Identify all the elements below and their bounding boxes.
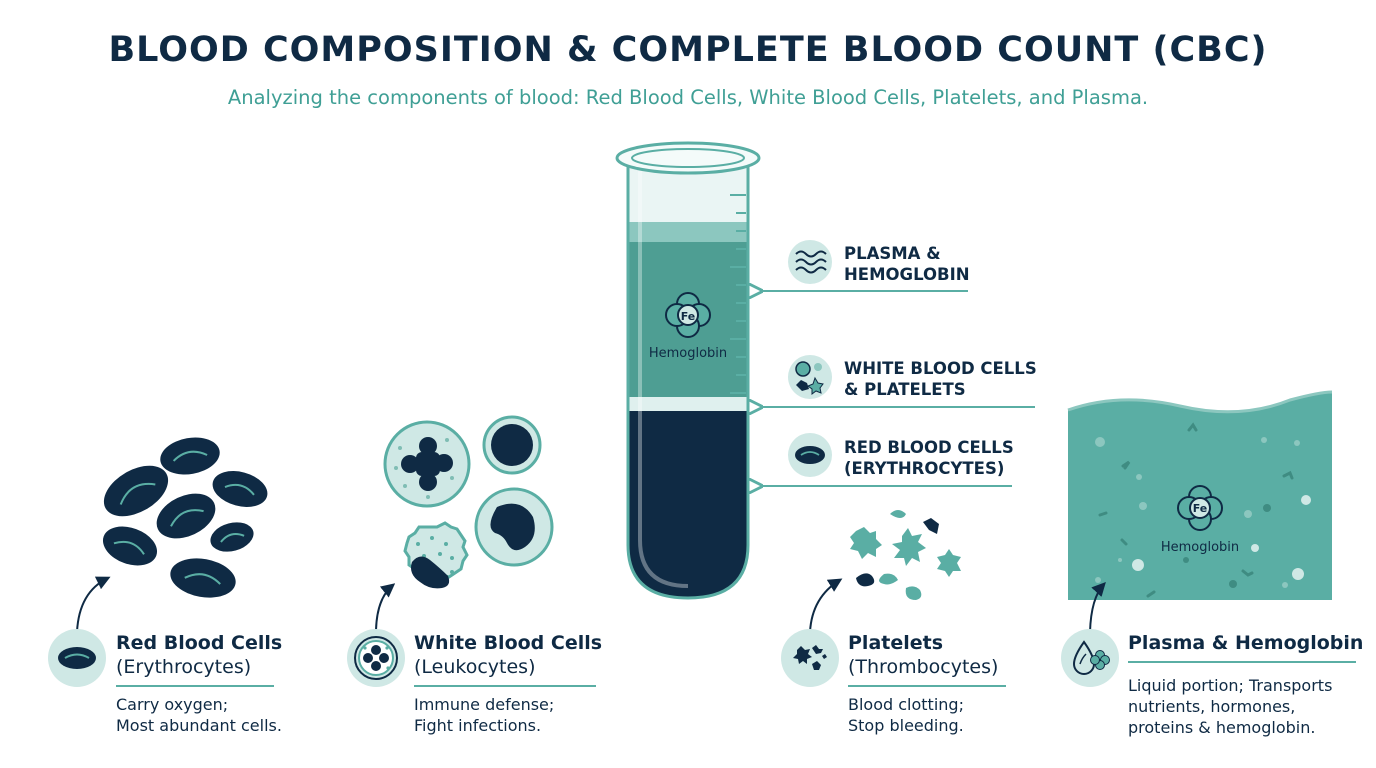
card-title: Plasma & Hemoglobin — [1128, 632, 1364, 654]
plasma-drop-icon — [1061, 629, 1119, 687]
wbc-icon — [347, 629, 405, 687]
card-desc-line2: nutrients, hormones, — [1128, 697, 1296, 716]
tube-label-rbc: RED BLOOD CELLS (ERYTHROCYTES) — [844, 438, 1014, 478]
red-blood-cells-cluster — [102, 437, 268, 598]
rbc-icon — [48, 629, 106, 687]
tube-hemoglobin-label: Hemoglobin — [648, 346, 728, 361]
tube-fe-label: Fe — [681, 310, 696, 323]
cells-mix-icon — [788, 355, 832, 399]
card-divider — [848, 685, 1006, 687]
white-blood-cells-cluster — [383, 415, 554, 589]
card-title: White Blood Cells — [414, 632, 603, 654]
plasma-hemoglobin-label: Hemoglobin — [1160, 540, 1240, 555]
card-divider — [414, 685, 596, 687]
platelets-cluster — [850, 510, 961, 600]
test-tube: Fe — [615, 141, 761, 600]
card-desc-line3: proteins & hemoglobin. — [1128, 718, 1316, 737]
waves-icon — [788, 240, 832, 284]
tube-label-wbc-platelets: WHITE BLOOD CELLS & PLATELETS — [844, 359, 1037, 399]
platelets-arrow — [809, 578, 843, 633]
card-divider — [1128, 661, 1356, 663]
plasma-panel: Fe — [1067, 390, 1333, 600]
card-desc-line2: Most abundant cells. — [116, 716, 282, 735]
card-desc-line2: Stop bleeding. — [848, 716, 964, 735]
card-desc-line1: Blood clotting; — [848, 695, 964, 714]
tube-label-plasma: PLASMA & HEMOGLOBIN — [844, 244, 970, 284]
card-desc-line2: Fight infections. — [414, 716, 542, 735]
card-subtitle: (Thrombocytes) — [848, 656, 999, 678]
rbc-label-icon — [788, 433, 832, 477]
page-subtitle: Analyzing the components of blood: Red B… — [227, 86, 1149, 109]
card-subtitle: (Leukocytes) — [414, 656, 536, 678]
rbc-arrow — [76, 576, 111, 633]
plasma-arrow — [1089, 581, 1106, 633]
card-desc-line1: Carry oxygen; — [116, 695, 229, 714]
card-divider — [116, 685, 274, 687]
card-subtitle: (Erythrocytes) — [116, 656, 252, 678]
wbc-arrow — [375, 583, 396, 631]
platelets-icon — [781, 629, 839, 687]
plasma-fe-label: Fe — [1193, 502, 1208, 515]
card-desc-line1: Immune defense; — [414, 695, 555, 714]
page-title: BLOOD COMPOSITION & COMPLETE BLOOD COUNT… — [108, 30, 1268, 70]
card-title: Red Blood Cells — [116, 632, 283, 654]
card-title: Platelets — [848, 632, 944, 654]
card-desc-line1: Liquid portion; Transports — [1128, 676, 1333, 695]
